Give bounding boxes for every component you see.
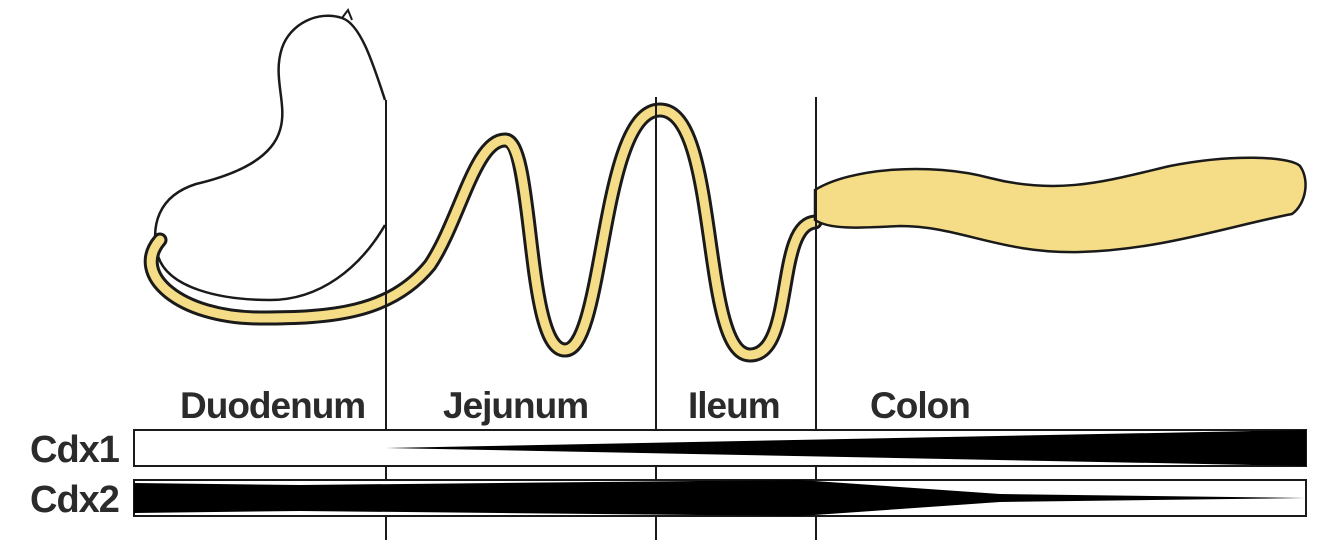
gene-label-cdx1: Cdx1 [30,429,120,471]
segment-label-colon: Colon [870,385,970,426]
segment-label-ileum: Ileum [688,385,780,426]
segment-label-jejunum: Jejunum [443,385,588,426]
stomach-outline [155,16,385,300]
colon-shape [815,158,1306,252]
segment-label-duodenum: Duodenum [180,385,365,426]
gene-label-cdx2: Cdx2 [30,479,119,521]
